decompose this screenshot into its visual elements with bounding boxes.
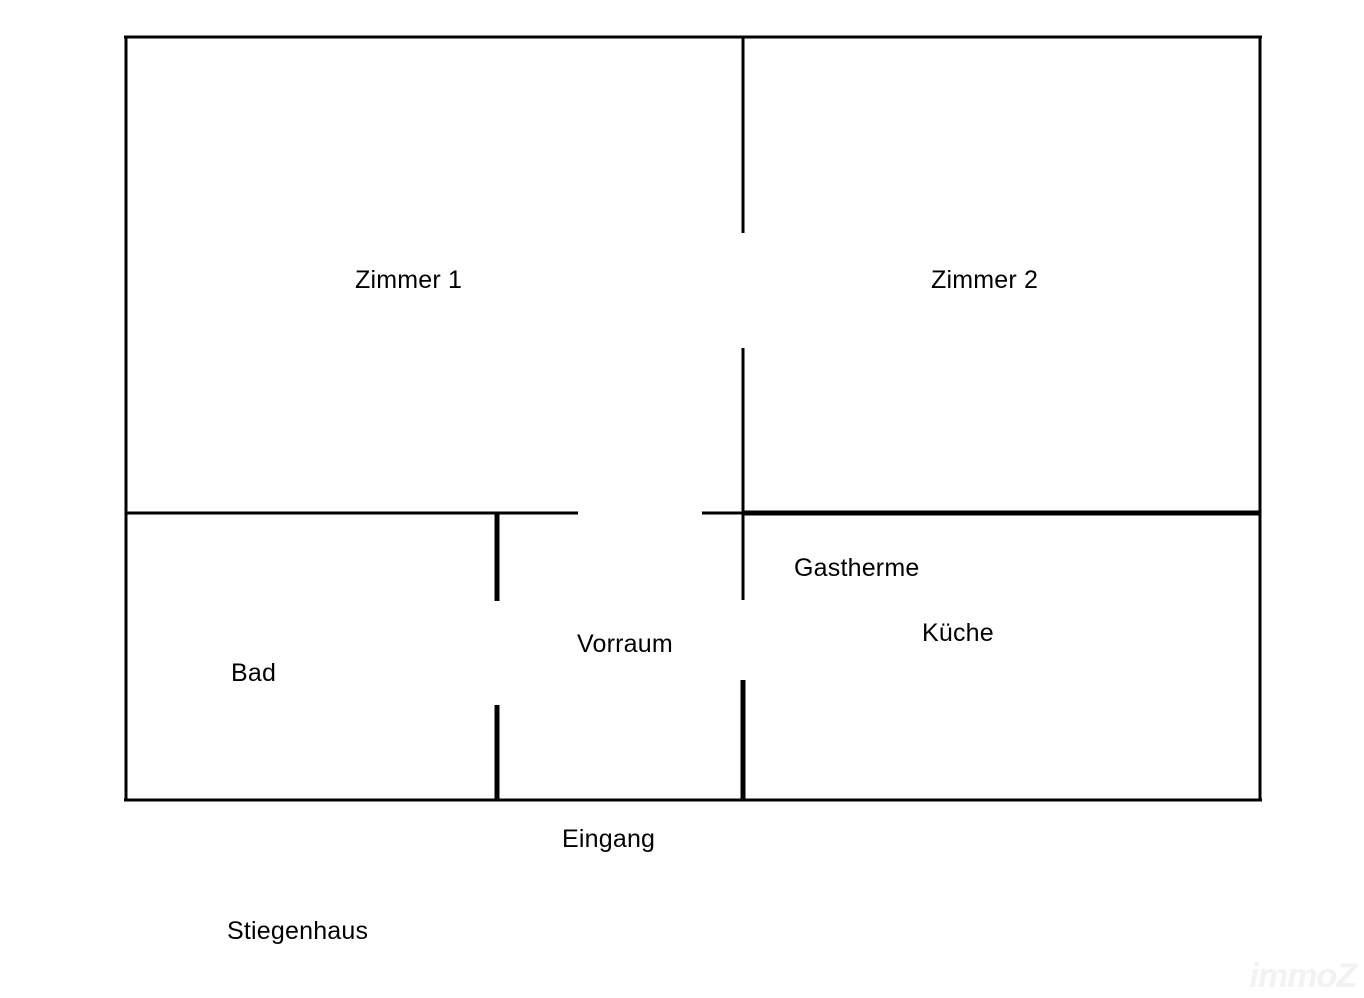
immoz-watermark: immoZ (1249, 957, 1357, 995)
room-label-zimmer-2: Zimmer 2 (931, 266, 1039, 294)
annotation-stiegenhaus: Stiegenhaus (227, 917, 369, 945)
room-label-zimmer-1: Zimmer 1 (355, 266, 463, 294)
room-label-bad: Bad (231, 659, 277, 687)
room-label-kueche: Küche (922, 619, 994, 647)
annotation-gastherme: Gastherme (794, 554, 920, 582)
room-label-vorraum: Vorraum (577, 630, 673, 658)
wall-segment-group (124, 35, 1262, 802)
annotation-eingang: Eingang (562, 825, 656, 853)
